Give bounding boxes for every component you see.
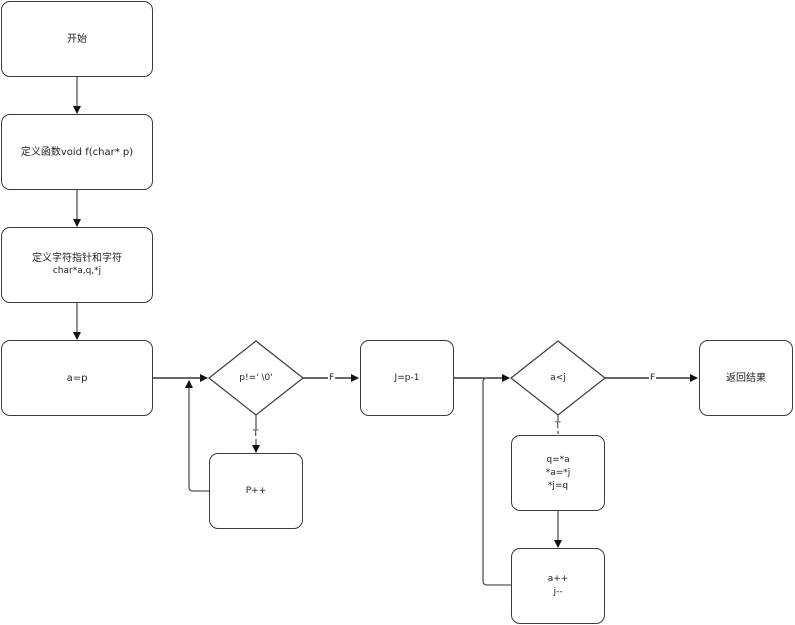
node-define-vars-line1: 定义字符指针和字符 — [32, 253, 122, 264]
node-define-func-text: 定义函数void f(char* p) — [20, 146, 134, 158]
node-swap-line1: q=*a — [546, 454, 570, 465]
node-return: 返回结果 — [699, 340, 793, 416]
node-assign-a-text: a=p — [66, 372, 88, 384]
node-start: 开始 — [1, 1, 153, 77]
node-p-inc: P++ — [209, 453, 303, 529]
node-swap-line3: *j=q — [547, 480, 569, 491]
node-assign-j: J=p-1 — [360, 340, 454, 416]
node-define-vars-line2: char*a,q,*j — [52, 266, 102, 276]
node-inc-dec: a++ j-- — [511, 548, 605, 624]
node-inc-dec-line2: j-- — [553, 587, 563, 597]
edge-p-inc-loop — [185, 380, 209, 492]
node-inc-dec-line1: a++ — [547, 574, 569, 584]
label-cond-p-true: T — [252, 429, 260, 439]
node-start-text: 开始 — [67, 33, 87, 45]
label-cond-p-false: F — [328, 373, 336, 383]
label-cond-a-lt-j-true: T — [554, 421, 562, 431]
node-swap-line2: *a=*j — [545, 467, 571, 478]
edge-inc-dec-loop — [482, 377, 511, 586]
node-return-text: 返回结果 — [726, 372, 766, 384]
node-swap: q=*a *a=*j *j=q — [511, 435, 605, 511]
decision-cond-a-lt-j-text: a<j — [550, 373, 566, 383]
node-p-inc-text: P++ — [245, 485, 267, 496]
node-define-func: 定义函数void f(char* p) — [1, 114, 153, 190]
node-define-vars: 定义字符指针和字符 char*a,q,*j — [1, 227, 153, 303]
label-cond-a-lt-j-false: F — [649, 373, 657, 383]
decision-cond-p-text: p!=' \0' — [239, 373, 273, 383]
node-assign-j-text: J=p-1 — [394, 372, 420, 383]
node-assign-a: a=p — [1, 340, 153, 416]
